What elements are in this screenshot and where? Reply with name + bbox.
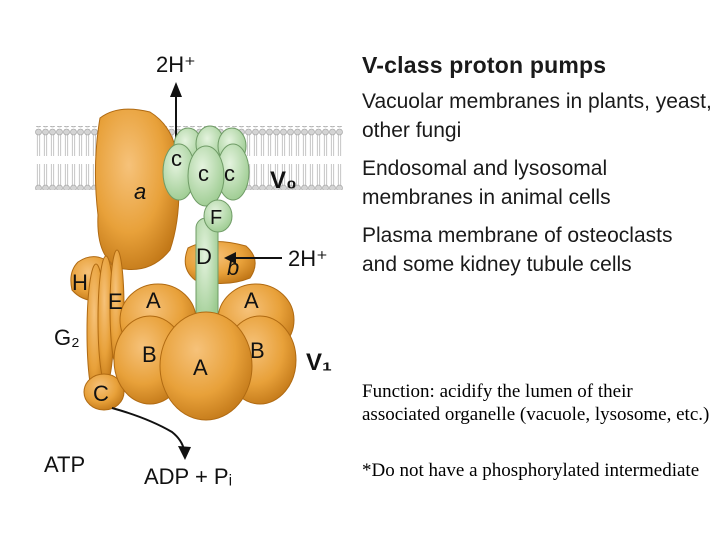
subunit-a3-label: A	[193, 355, 208, 380]
subunit-h-label: H	[72, 270, 88, 295]
info-panel: V-class proton pumps Vacuolar membranes …	[362, 52, 712, 288]
atp-arrow	[111, 407, 185, 451]
subunit-c2-label: c	[198, 161, 209, 186]
function-block: Function: acidify the lumen of their ass…	[362, 380, 712, 482]
function-note: *Do not have a phosphorylated intermedia…	[362, 460, 700, 481]
products-label: ADP + Pᵢ	[144, 464, 232, 489]
subunit-b1-label: B	[142, 342, 157, 367]
subunit-c-label: C	[93, 381, 109, 406]
domain-v0-label: V₀	[270, 167, 297, 194]
subunit-d-label: D	[196, 244, 212, 269]
subunit-a-shape	[94, 108, 180, 270]
location-vacuolar: Vacuolar membranes in plants, yeast, oth…	[362, 90, 712, 142]
location-plasma-membrane: Plasma membrane of osteoclasts and some …	[362, 224, 673, 276]
panel-title: V-class proton pumps	[362, 52, 607, 78]
subunit-f-shape	[203, 199, 233, 233]
proton-side-arrowhead	[224, 252, 236, 264]
domain-v1-label: V₁	[306, 349, 332, 376]
subunit-d-stalk	[195, 217, 219, 325]
proton-side-label: 2H⁺	[288, 246, 328, 271]
subunit-g2-label: G₂	[54, 325, 80, 350]
subunit-c-big-shape	[83, 373, 125, 411]
v-class-pump-diagram: 2H⁺ a c c c V₀ F D b 2H⁺ H E A A G₂ B B …	[35, 52, 343, 489]
subunit-c3-label: c	[224, 161, 235, 186]
subunit-b2-label: B	[250, 338, 265, 363]
location-endosomal: Endosomal and lysosomal membranes in ani…	[362, 157, 611, 209]
subunit-c2-shape	[187, 145, 225, 207]
subunit-a3-shape	[159, 311, 253, 421]
atp-arrowhead	[178, 446, 191, 460]
proton-top-label: 2H⁺	[156, 52, 196, 77]
proton-up-arrowhead	[170, 82, 182, 97]
subunit-e-label: E	[108, 289, 123, 314]
subunit-a2-label: A	[244, 288, 259, 313]
atp-label: ATP	[44, 452, 85, 477]
function-text: Function: acidify the lumen of their ass…	[362, 381, 710, 425]
subunit-b-label: b	[227, 255, 239, 280]
subunit-c1-label: c	[171, 146, 182, 171]
subunit-a-label: a	[134, 179, 146, 204]
subunit-f-label: F	[210, 207, 222, 229]
subunit-a1-label: A	[146, 288, 161, 313]
